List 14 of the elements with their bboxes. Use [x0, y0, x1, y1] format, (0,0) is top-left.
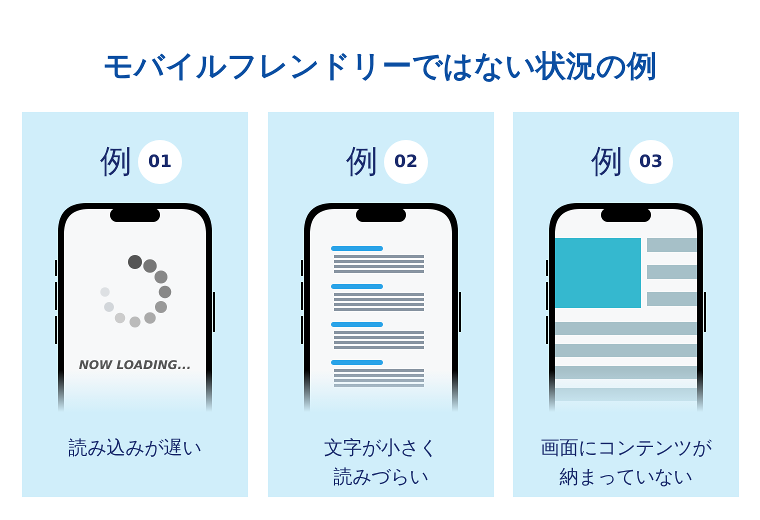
- panel-label: 文字が小さく読みづらい: [323, 436, 439, 490]
- number-badge: 01: [138, 140, 182, 184]
- number-badge: 02: [384, 140, 428, 184]
- heading: 例: [346, 141, 378, 182]
- heading: 例: [100, 141, 132, 182]
- panel-label: 画面にコンテンツが納まっていない: [540, 436, 713, 490]
- number-badge: 03: [629, 140, 673, 184]
- panel-label: 読み込みが遅い: [68, 436, 202, 461]
- panel-background: [513, 112, 739, 497]
- loading-text: NOW LOADING...: [78, 358, 192, 372]
- panel-background: [22, 112, 248, 497]
- heading: 例: [591, 141, 623, 182]
- title: モバイルフレンドリーではない状況の例: [102, 48, 658, 86]
- panel-background: [268, 112, 494, 497]
